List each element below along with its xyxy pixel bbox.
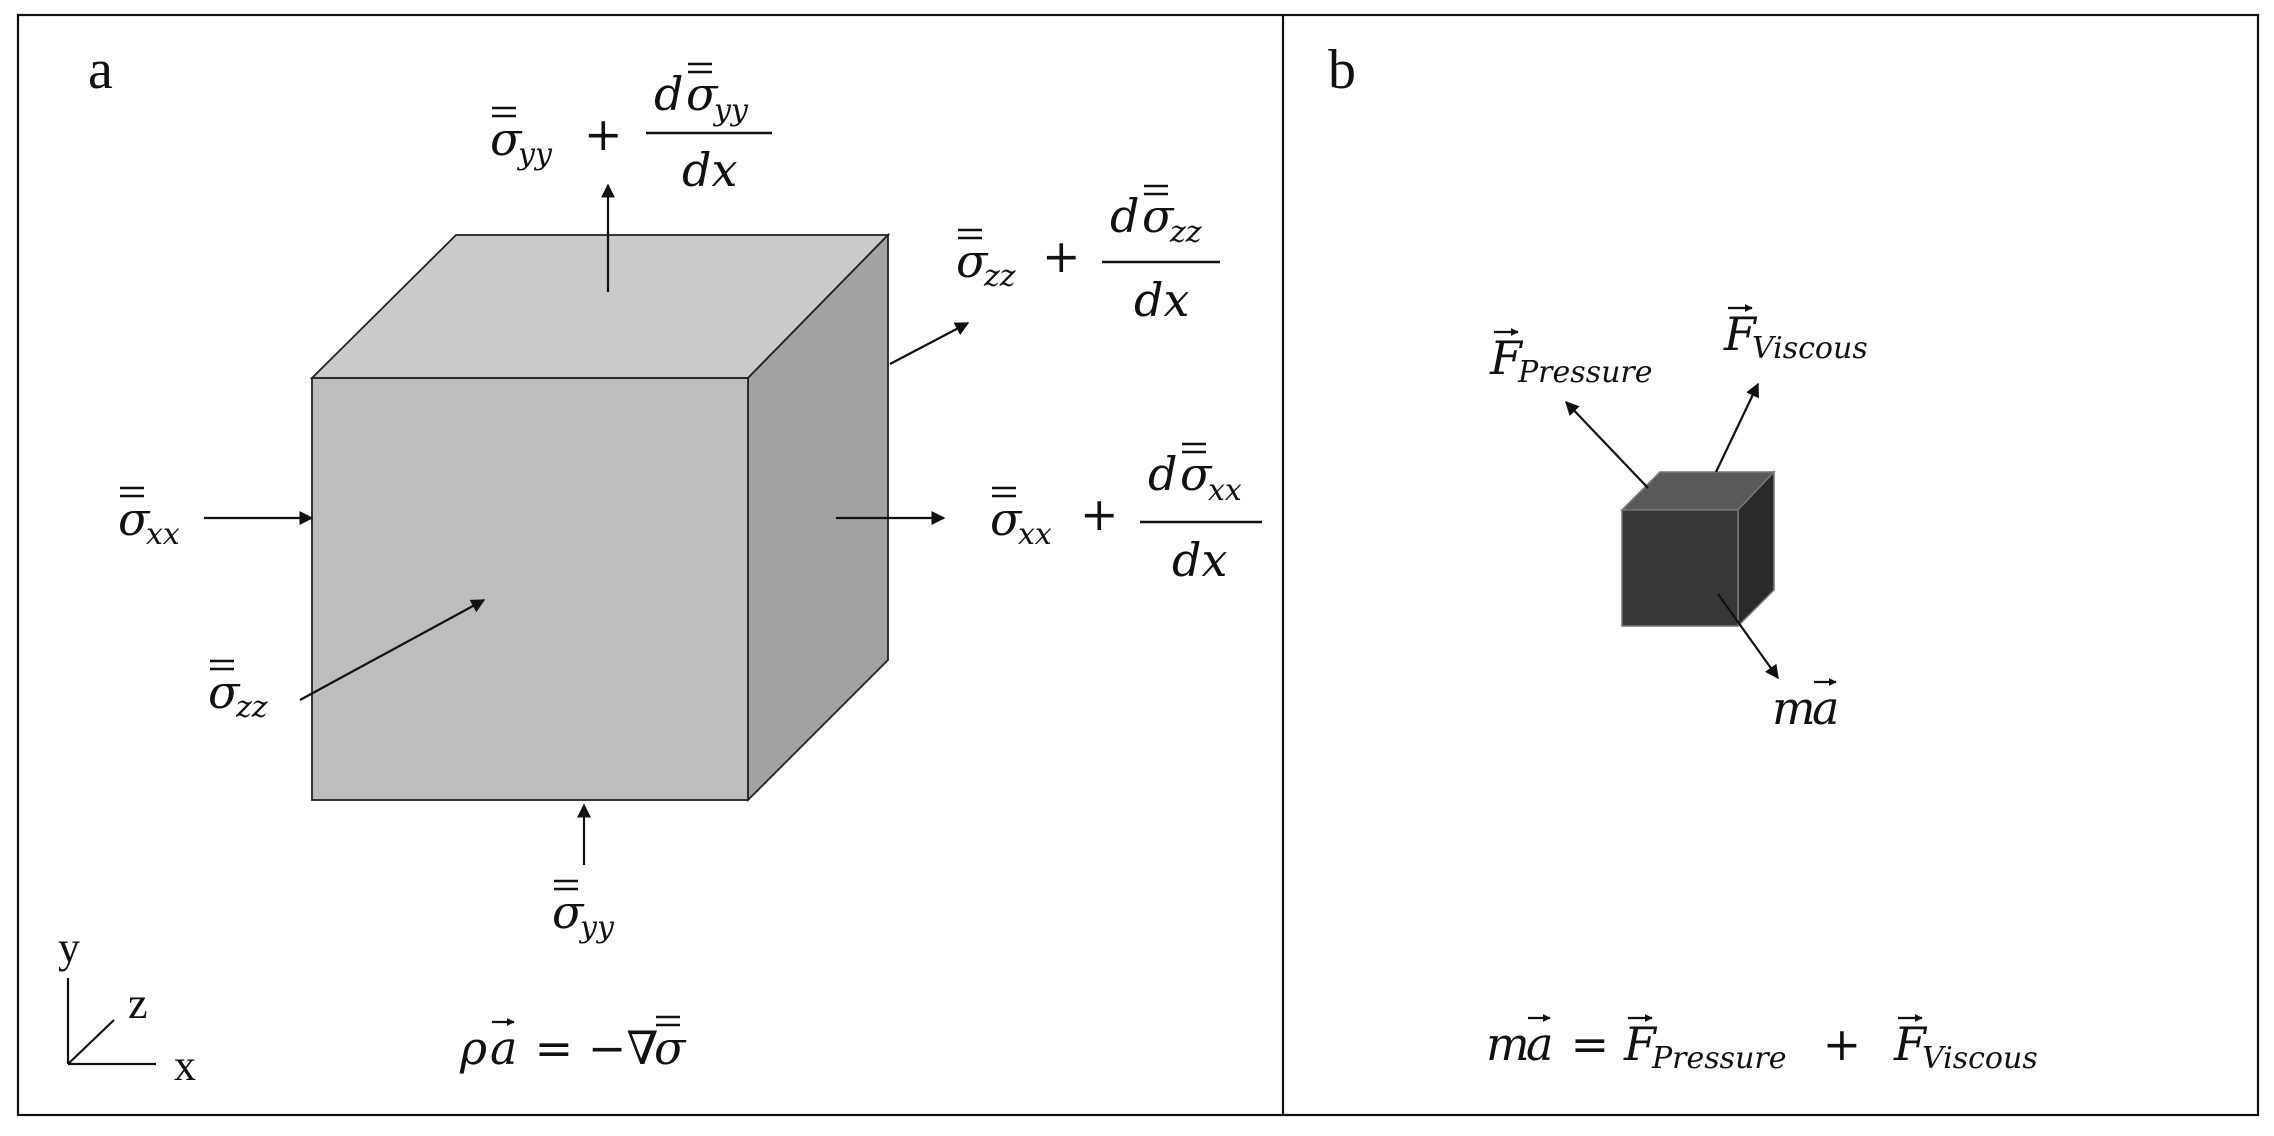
axis-label-x: x [174, 1041, 196, 1090]
arrow-ma [1717, 593, 1779, 680]
sigma-symbol: σ [552, 885, 585, 939]
axis-label-z: z [128, 979, 148, 1028]
large-cube [309, 232, 891, 803]
d-symbol: d [1110, 189, 1139, 243]
sigma-symbol: σ [990, 492, 1023, 546]
dx-symbol: dx [1134, 273, 1189, 327]
acceleration-symbol: a [1812, 681, 1839, 735]
label-sigma-yy: σ yy [552, 879, 615, 945]
sigma-symbol: σ [490, 112, 523, 166]
subscript-yy: yy [516, 137, 553, 172]
arrow-pressure-force [1565, 400, 1649, 489]
arrow-sigma-zz-back [889, 322, 970, 365]
equation-panel-a: ρ a = −∇ σ [459, 1015, 687, 1075]
rho-symbol: ρ [459, 1021, 487, 1075]
force-symbol: F [1489, 331, 1524, 385]
equation-panel-b: m a = F Pressure + F Viscous [1486, 1014, 2038, 1076]
label-sigma-zz: σ zz [208, 659, 268, 725]
subscript-viscous: Viscous [1922, 1041, 2038, 1076]
panel-a-letter: a [88, 39, 113, 101]
arrow-sigma-zz-front [299, 599, 486, 701]
panel-b-letter: b [1328, 39, 1356, 101]
plus-sign: + [1080, 487, 1119, 541]
label-sigma-zz-plus-derivative: σ zz + d σ zz dx [956, 184, 1220, 327]
mass-symbol: m [1772, 681, 1816, 735]
sigma-symbol: σ [956, 234, 989, 288]
subscript-xx: xx [1018, 517, 1052, 552]
mass-symbol: m [1486, 1017, 1530, 1071]
plus-sign: + [584, 107, 623, 161]
subscript-pressure: Pressure [1651, 1041, 1787, 1076]
subscript-xx: xx [1208, 473, 1242, 508]
label-pressure-force: F Pressure [1489, 328, 1653, 390]
small-cube [1620, 470, 1776, 628]
force-symbol: F [1623, 1017, 1658, 1071]
arrow-viscous-force [1715, 382, 1759, 473]
figure-frame [16, 13, 2260, 1117]
coordinate-axes: y z x [58, 923, 196, 1090]
sigma-symbol: σ [1142, 189, 1175, 243]
small-cube-front-face [1621, 509, 1739, 627]
equals-minus-nabla: = −∇ [520, 1021, 658, 1075]
subscript-pressure: Pressure [1517, 355, 1653, 390]
d-symbol: d [1148, 447, 1177, 501]
large-cube-front-face [311, 377, 749, 801]
acceleration-symbol: a [490, 1021, 517, 1075]
sigma-symbol: σ [654, 1021, 687, 1075]
plus-sign: + [1042, 229, 1081, 283]
acceleration-symbol: a [1526, 1017, 1553, 1071]
label-viscous-force: F Viscous [1723, 304, 1868, 366]
sigma-symbol: σ [118, 492, 151, 546]
equals-sign: = [1556, 1017, 1624, 1071]
force-symbol: F [1723, 307, 1758, 361]
label-sigma-yy-plus-derivative: σ yy + d σ yy dx [490, 62, 772, 197]
sigma-symbol: σ [208, 665, 241, 719]
dx-symbol: dx [1172, 533, 1227, 587]
sigma-symbol: σ [686, 67, 719, 121]
plus-sign: + [1808, 1017, 1876, 1071]
label-sigma-xx-plus-derivative: σ xx + d σ xx dx [990, 442, 1262, 587]
subscript-xx: xx [146, 517, 180, 552]
subscript-zz: zz [1169, 215, 1202, 250]
subscript-zz: zz [983, 259, 1016, 294]
panel-a: a σ yy + d σ yy dx σ [58, 39, 1262, 1090]
axis-label-y: y [58, 923, 80, 972]
dx-symbol: dx [682, 143, 737, 197]
sigma-symbol: σ [1180, 447, 1213, 501]
label-mass-acceleration: m a [1772, 678, 1839, 735]
panel-b: b F Pressure F Viscous m a [1328, 39, 2038, 1076]
subscript-viscous: Viscous [1752, 331, 1868, 366]
label-sigma-xx: σ xx [118, 486, 180, 552]
subscript-yy: yy [578, 910, 615, 945]
force-symbol: F [1893, 1017, 1928, 1071]
subscript-zz: zz [235, 690, 268, 725]
d-symbol: d [654, 67, 683, 121]
subscript-yy: yy [712, 93, 749, 128]
